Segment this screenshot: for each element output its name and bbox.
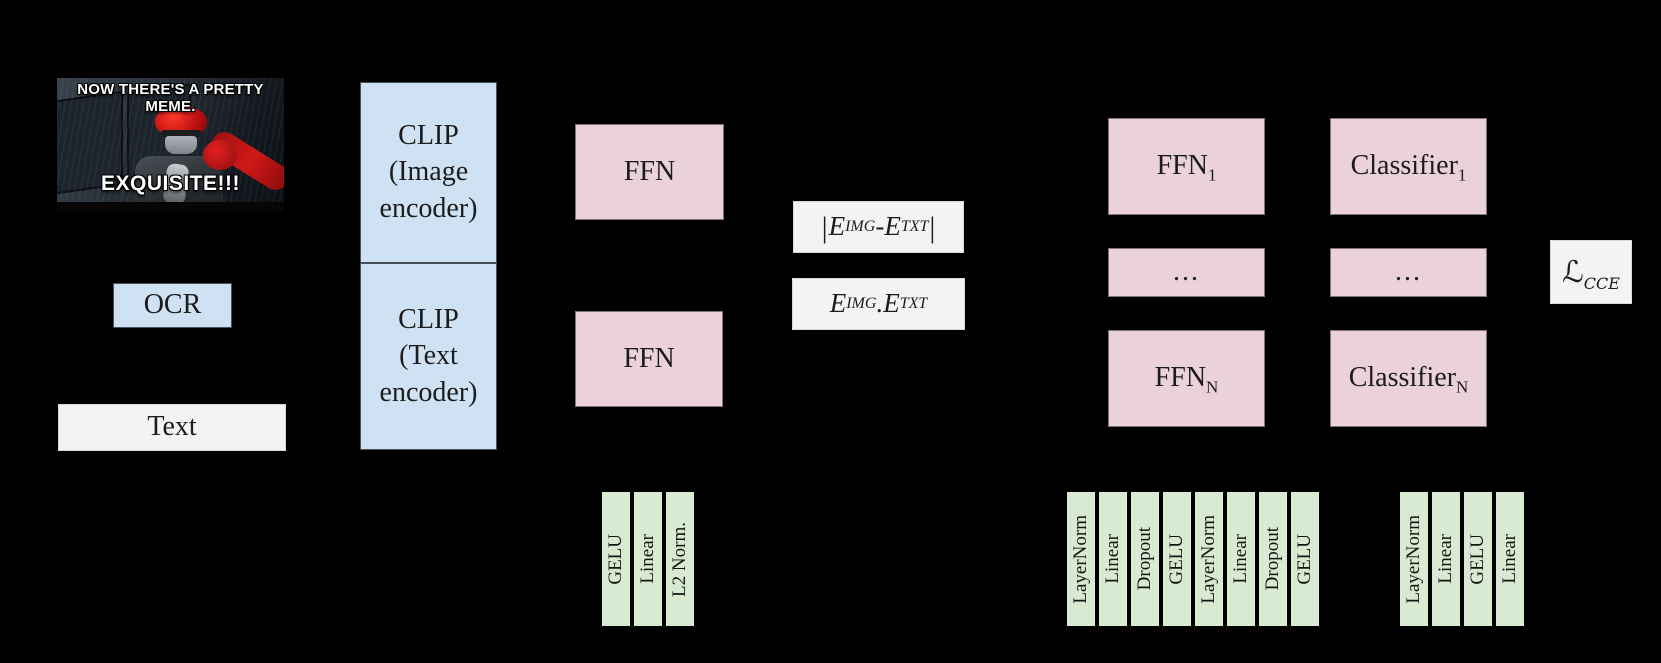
- loss-cce-box: ℒCCE: [1550, 240, 1632, 304]
- layer-strip: LayerNorm: [1194, 491, 1224, 627]
- layer-strip: Linear: [1226, 491, 1256, 627]
- cyborg-shoulder: [203, 140, 237, 170]
- clip-text-encoder-label: CLIP (Text encoder): [379, 303, 478, 408]
- layer-strip: Linear: [1495, 491, 1525, 627]
- meme-bottom-caption: EXQUISITE!!!: [100, 172, 240, 195]
- layer-strip: GELU: [1290, 491, 1320, 627]
- ffn-n-box: FFNN: [1108, 330, 1265, 427]
- meme-letterbox: [57, 202, 284, 212]
- ffn-text-label: FFN: [623, 342, 675, 374]
- layer-strip: LayerNorm: [1066, 491, 1096, 627]
- meme-top-caption: NOW THERE'S A PRETTY MEME.: [77, 81, 264, 115]
- classifier-n-label: ClassifierN: [1348, 362, 1469, 397]
- layer-strip: LayerNorm: [1399, 491, 1429, 627]
- layer-strip: Linear: [1098, 491, 1128, 627]
- layer-strip: Linear: [1431, 491, 1461, 627]
- loss-label: ℒCCE: [1562, 254, 1620, 293]
- layer-strip: Dropout: [1258, 491, 1288, 627]
- ffn-1-label: FFN1: [1156, 150, 1217, 185]
- ffn-text-box: FFN: [575, 311, 723, 407]
- text-input-label: Text: [147, 411, 197, 443]
- ocr-box: OCR: [113, 283, 232, 328]
- layer-strip: GELU: [601, 491, 631, 627]
- layer-strip: Linear: [633, 491, 663, 627]
- classifier-1-label: Classifier1: [1350, 150, 1467, 185]
- dot-op: .: [876, 288, 884, 319]
- cyborg-face: [165, 136, 197, 154]
- abs-bar: |: [929, 210, 936, 244]
- e-txt-var: E: [884, 211, 901, 242]
- layer-strip: L2 Norm.: [665, 491, 695, 627]
- classifier-1-box: Classifier1: [1330, 118, 1487, 215]
- ffn-1-box: FFN1: [1108, 118, 1265, 215]
- e-img-var: E: [828, 211, 846, 242]
- classifier-layers-stack: LayerNorm Linear GELU Linear: [1399, 491, 1525, 627]
- cyborg-visor: [161, 130, 201, 137]
- ffn-n-layers-stack: LayerNorm Linear Dropout GELU LayerNorm …: [1066, 491, 1320, 627]
- ocr-label: OCR: [143, 289, 202, 321]
- classifier-n-box: ClassifierN: [1330, 330, 1487, 427]
- clip-text-encoder-box: CLIP (Text encoder): [360, 263, 497, 450]
- ffn-image-label: FFN: [623, 155, 676, 187]
- ffn-ellipsis-box: ...: [1108, 248, 1265, 297]
- ffn-n-label: FFNN: [1154, 362, 1219, 397]
- classifier-ellipsis-box: ...: [1330, 248, 1487, 297]
- ffn-image-box: FFN: [575, 124, 724, 220]
- clip-image-encoder-box: CLIP (Image encoder): [360, 82, 497, 263]
- layer-strip: Dropout: [1130, 491, 1160, 627]
- layer-strip: GELU: [1162, 491, 1192, 627]
- abs-bar: |: [821, 210, 828, 244]
- clip-image-encoder-label: CLIP (Image encoder): [379, 119, 478, 224]
- e-txt-var: E: [883, 288, 900, 319]
- e-img-var: E: [829, 288, 847, 319]
- ffn-layers-stack: GELU Linear L2 Norm.: [601, 491, 695, 627]
- text-input-box: Text: [58, 404, 286, 451]
- layer-strip: GELU: [1463, 491, 1493, 627]
- meme-image: NOW THERE'S A PRETTY MEME. EXQUISITE!!!: [57, 78, 284, 212]
- minus-op: -: [875, 211, 885, 242]
